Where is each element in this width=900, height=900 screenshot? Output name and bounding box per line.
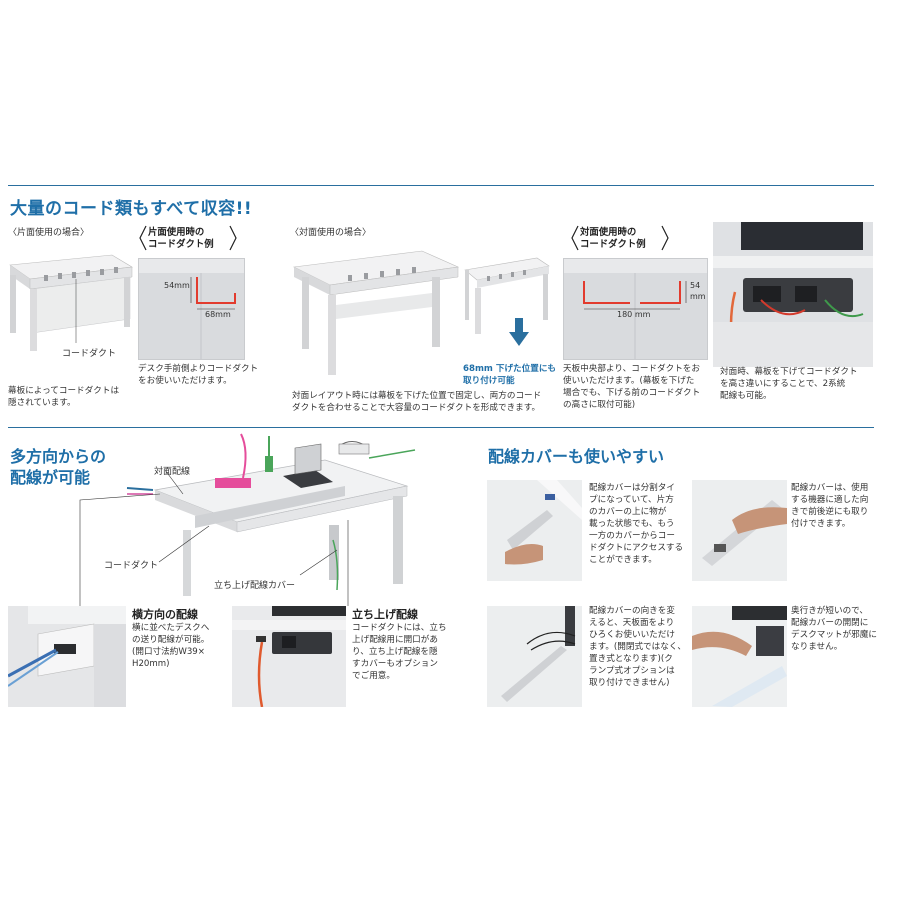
side-wiring-text-3: (開口寸法約W39× (132, 647, 205, 657)
cover-photo-3 (487, 606, 582, 707)
multi-direction-desk-illustration (126, 433, 416, 596)
cover-text-1-2: プになっていて、片方 (589, 495, 674, 505)
single-caption-1: 幕板によってコードダクトは (8, 386, 120, 396)
side-wiring-text-1: 横に並べたデスクへ (132, 623, 210, 633)
single-use-label: 〈片面使用の場合〉 (8, 228, 90, 238)
cover-text-1-7: ことができます。 (589, 555, 657, 565)
cover-text-4-2: 配線カバーの開閉に (791, 618, 869, 628)
double-example-title-1: 対面使用時の (580, 227, 637, 238)
dim-180-label: 180 mm (617, 310, 651, 319)
double-example-title-2: コードダクト例 (580, 239, 646, 250)
dim-54-label: 54mm (164, 281, 190, 290)
riser-wiring-text-2: 上げ配線用に開口があ (352, 635, 438, 645)
double-example-brackets (571, 225, 669, 251)
double-caption-1: 対面レイアウト時には幕板を下げた位置で固定し、両方のコード (292, 391, 542, 401)
cover-text-1-1: 配線カバーは分割タイ (589, 483, 675, 493)
cover-text-2-4: 付けできます。 (791, 519, 851, 529)
riser-wiring-title: 立ち上げ配線 (352, 608, 418, 621)
cover-text-4-1: 奥行きが短いので、 (791, 606, 869, 616)
cover-text-2-2: する機器に適した向 (791, 495, 869, 505)
single-example-brackets (139, 225, 237, 251)
single-example-title-1: 片面使用時の (148, 227, 205, 238)
cover-photo-4 (692, 606, 787, 707)
riser-wiring-text-5: でご用意。 (352, 671, 395, 681)
cover-text-4-3: デスクマットが邪魔に (791, 630, 877, 640)
lowered-note-1: 68mm 下げた位置にも (463, 364, 557, 374)
riser-wiring-text-3: り、立ち上げ配線を隠 (352, 647, 438, 657)
section2-title-1: 多方向からの (10, 447, 107, 466)
cover-text-3-3: ひろくお使いいただけ (589, 630, 675, 640)
riser-wiring-text-4: すカバーもオプション (352, 659, 438, 669)
lowered-panel-illustration (464, 257, 550, 334)
dim-54-right-2: mm (690, 292, 706, 301)
cover-text-1-5: 一方のカバーからコー (589, 531, 675, 541)
middle-rule (8, 427, 874, 428)
down-arrow-icon (509, 318, 529, 346)
single-example-caption-2: をお使いいただけます。 (138, 376, 232, 386)
photo-caption-2: を高さ違いにすることで、2系統 (720, 379, 846, 389)
double-caption-2: ダクトを合わせることで大容量のコードダクトを形成できます。 (292, 403, 541, 413)
cover-photo-2 (692, 480, 787, 581)
side-wiring-text-2: の送り配線が可能。 (132, 635, 210, 645)
section1-title: 大量のコード類もすべて収容!! (10, 199, 253, 219)
single-desk-illustration (9, 254, 133, 351)
section2-title-2: 配線が可能 (10, 468, 91, 487)
cover-text-2-1: 配線カバーは、使用 (791, 483, 869, 493)
lowered-note-2: 取り付け可能 (463, 376, 515, 386)
cover-text-3-2: えると、天板面をより (589, 618, 675, 628)
cover-text-3-1: 配線カバーの向きを変 (589, 606, 675, 616)
single-caption-2: 隠されています。 (8, 398, 76, 408)
side-wiring-text-4: H20mm) (132, 659, 170, 669)
side-wiring-photo (8, 606, 126, 707)
single-example-panel (138, 258, 245, 360)
photo-caption-3: 配線も可能。 (720, 391, 772, 401)
top-rule (8, 185, 874, 186)
double-example-caption-4: の高さに取付可能) (563, 400, 636, 410)
cover-text-3-7: 取り付けできません) (589, 678, 670, 688)
cover-text-1-3: のカバーの上に物が (589, 507, 667, 517)
duct-callout: コードダクト (104, 561, 159, 571)
cover-text-3-5: 置き式となります)(ク (589, 654, 673, 664)
double-example-caption-3: 場合でも、下げる前のコードダクト (563, 388, 701, 398)
single-example-caption-1: デスク手前側よりコードダクト (138, 364, 259, 374)
double-example-panel (563, 258, 708, 360)
cover-text-1-6: ドダクトにアクセスする (589, 543, 684, 553)
single-example-title-2: コードダクト例 (148, 239, 214, 250)
face-wiring-callout: 対面配線 (154, 467, 191, 477)
double-example-caption-1: 天板中央部より、コードダクトをお (563, 364, 700, 374)
double-example-caption-2: 使いいただけます。(幕板を下げた (563, 376, 695, 386)
section3-title: 配線カバーも使いやすい (488, 447, 665, 466)
side-wiring-title: 横方向の配線 (132, 608, 198, 621)
double-use-label: 〈対面使用の場合〉 (290, 228, 372, 238)
photo-caption-1: 対面時、幕板を下げてコードダクト (720, 367, 858, 377)
double-desk-illustration (292, 250, 460, 375)
cover-photo-1 (487, 480, 582, 581)
dual-duct-photo (713, 222, 873, 367)
cover-text-2-3: きで前後逆にも取り (791, 507, 869, 517)
cover-text-3-4: ます。(開閉式ではなく、 (589, 642, 687, 652)
cover-text-4-4: なりません。 (791, 642, 843, 652)
single-duct-callout: コードダクト (62, 349, 117, 359)
riser-wiring-text-1: コードダクトには、立ち (352, 623, 447, 633)
dim-54-right-1: 54 (690, 281, 701, 290)
dim-68-label: 68mm (205, 310, 231, 319)
riser-cover-callout: 立ち上げ配線カバー (214, 581, 296, 591)
riser-wiring-photo (232, 606, 346, 707)
cover-text-3-6: ランプ式オプションは (589, 666, 675, 676)
cover-text-1-4: 載った状態でも、もう (589, 519, 675, 529)
